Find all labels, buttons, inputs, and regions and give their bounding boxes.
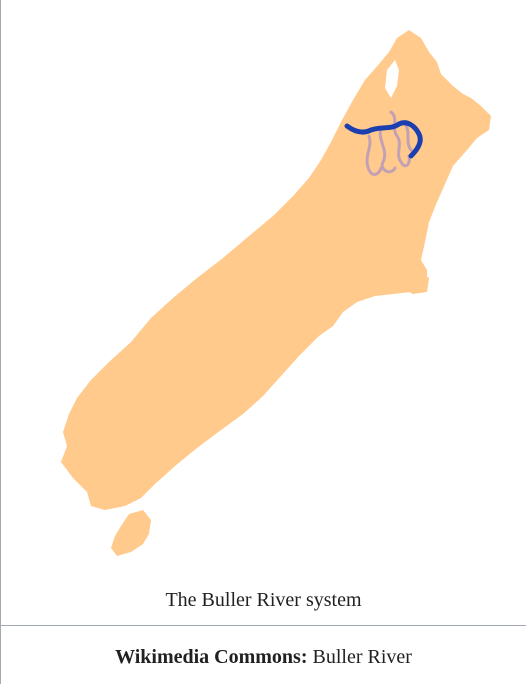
- south-island-landmass: [61, 30, 491, 510]
- tributary-1: [365, 134, 383, 176]
- tributary-4: [403, 122, 413, 152]
- wikimedia-commons-row: Wikimedia Commons: Buller River: [1, 640, 526, 674]
- map-caption: The Buller River system: [165, 589, 362, 611]
- stewart-island-landmass: [111, 510, 151, 556]
- golden-bay-inlet: [385, 60, 399, 98]
- tributary-3: [389, 110, 411, 168]
- commons-link[interactable]: Buller River: [312, 646, 412, 668]
- tributary-2: [378, 126, 397, 174]
- commons-label: Wikimedia Commons:: [115, 646, 308, 668]
- banks-peninsula: [401, 270, 429, 294]
- infobox-divider: [1, 625, 526, 626]
- buller-tributaries: [365, 110, 413, 176]
- location-map[interactable]: [1, 0, 526, 578]
- buller-main-river: [344, 120, 423, 159]
- south-island-map-svg: [61, 30, 491, 556]
